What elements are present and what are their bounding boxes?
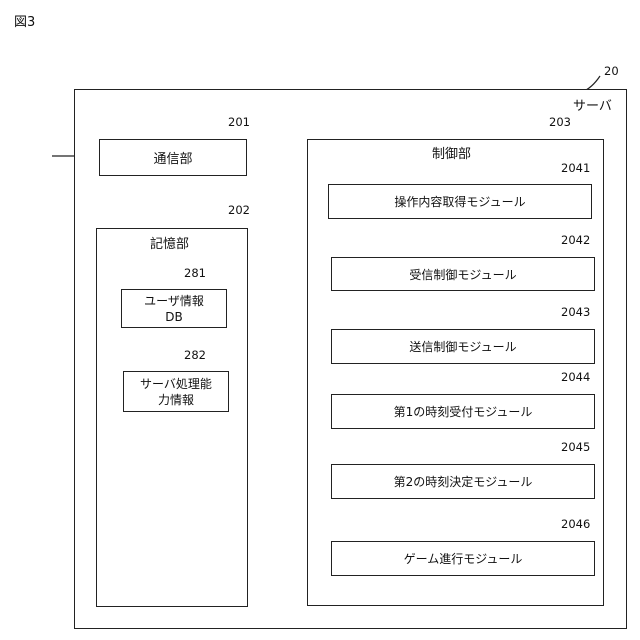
server-label: サーバ	[573, 95, 612, 114]
server-capability-info-line2: 力情報	[158, 392, 194, 408]
communication-unit-label: 通信部	[153, 148, 192, 167]
user-info-db-line1: ユーザ情報	[144, 293, 204, 309]
module-transmission-control: 送信制御モジュール	[331, 329, 595, 364]
module-label: 操作内容取得モジュール	[394, 193, 525, 210]
module-second-time-determination: 第2の時刻決定モジュール	[331, 464, 595, 499]
figure-label: 図3	[14, 11, 35, 30]
communication-unit-ref: 201	[228, 115, 250, 129]
module-ref: 2044	[561, 370, 590, 384]
module-label: 受信制御モジュール	[409, 266, 516, 283]
module-label: ゲーム進行モジュール	[404, 550, 523, 567]
storage-unit-ref: 202	[228, 203, 250, 217]
module-reception-control: 受信制御モジュール	[331, 257, 595, 291]
server-ref: 20	[604, 64, 619, 78]
module-label: 第2の時刻決定モジュール	[394, 473, 533, 490]
storage-unit-box	[96, 228, 248, 607]
server-capability-info-ref: 282	[184, 348, 206, 362]
module-ref: 2045	[561, 440, 590, 454]
control-unit-ref: 203	[549, 115, 571, 129]
user-info-db-line2: DB	[165, 309, 182, 325]
module-ref: 2042	[561, 233, 590, 247]
module-ref: 2046	[561, 517, 590, 531]
storage-unit-label: 記憶部	[150, 233, 189, 252]
user-info-db-box: ユーザ情報 DB	[121, 289, 227, 328]
module-label: 第1の時刻受付モジュール	[394, 403, 533, 420]
control-unit-label: 制御部	[432, 143, 471, 162]
module-first-time-reception: 第1の時刻受付モジュール	[331, 394, 595, 429]
communication-unit-box: 通信部	[99, 139, 247, 176]
module-ref: 2041	[561, 161, 590, 175]
server-capability-info-line1: サーバ処理能	[140, 376, 212, 392]
user-info-db-ref: 281	[184, 266, 206, 280]
module-ref: 2043	[561, 305, 590, 319]
server-capability-info-box: サーバ処理能 力情報	[123, 371, 229, 412]
module-game-progress: ゲーム進行モジュール	[331, 541, 595, 576]
module-operation-content-acquisition: 操作内容取得モジュール	[328, 184, 592, 219]
module-label: 送信制御モジュール	[409, 338, 516, 355]
